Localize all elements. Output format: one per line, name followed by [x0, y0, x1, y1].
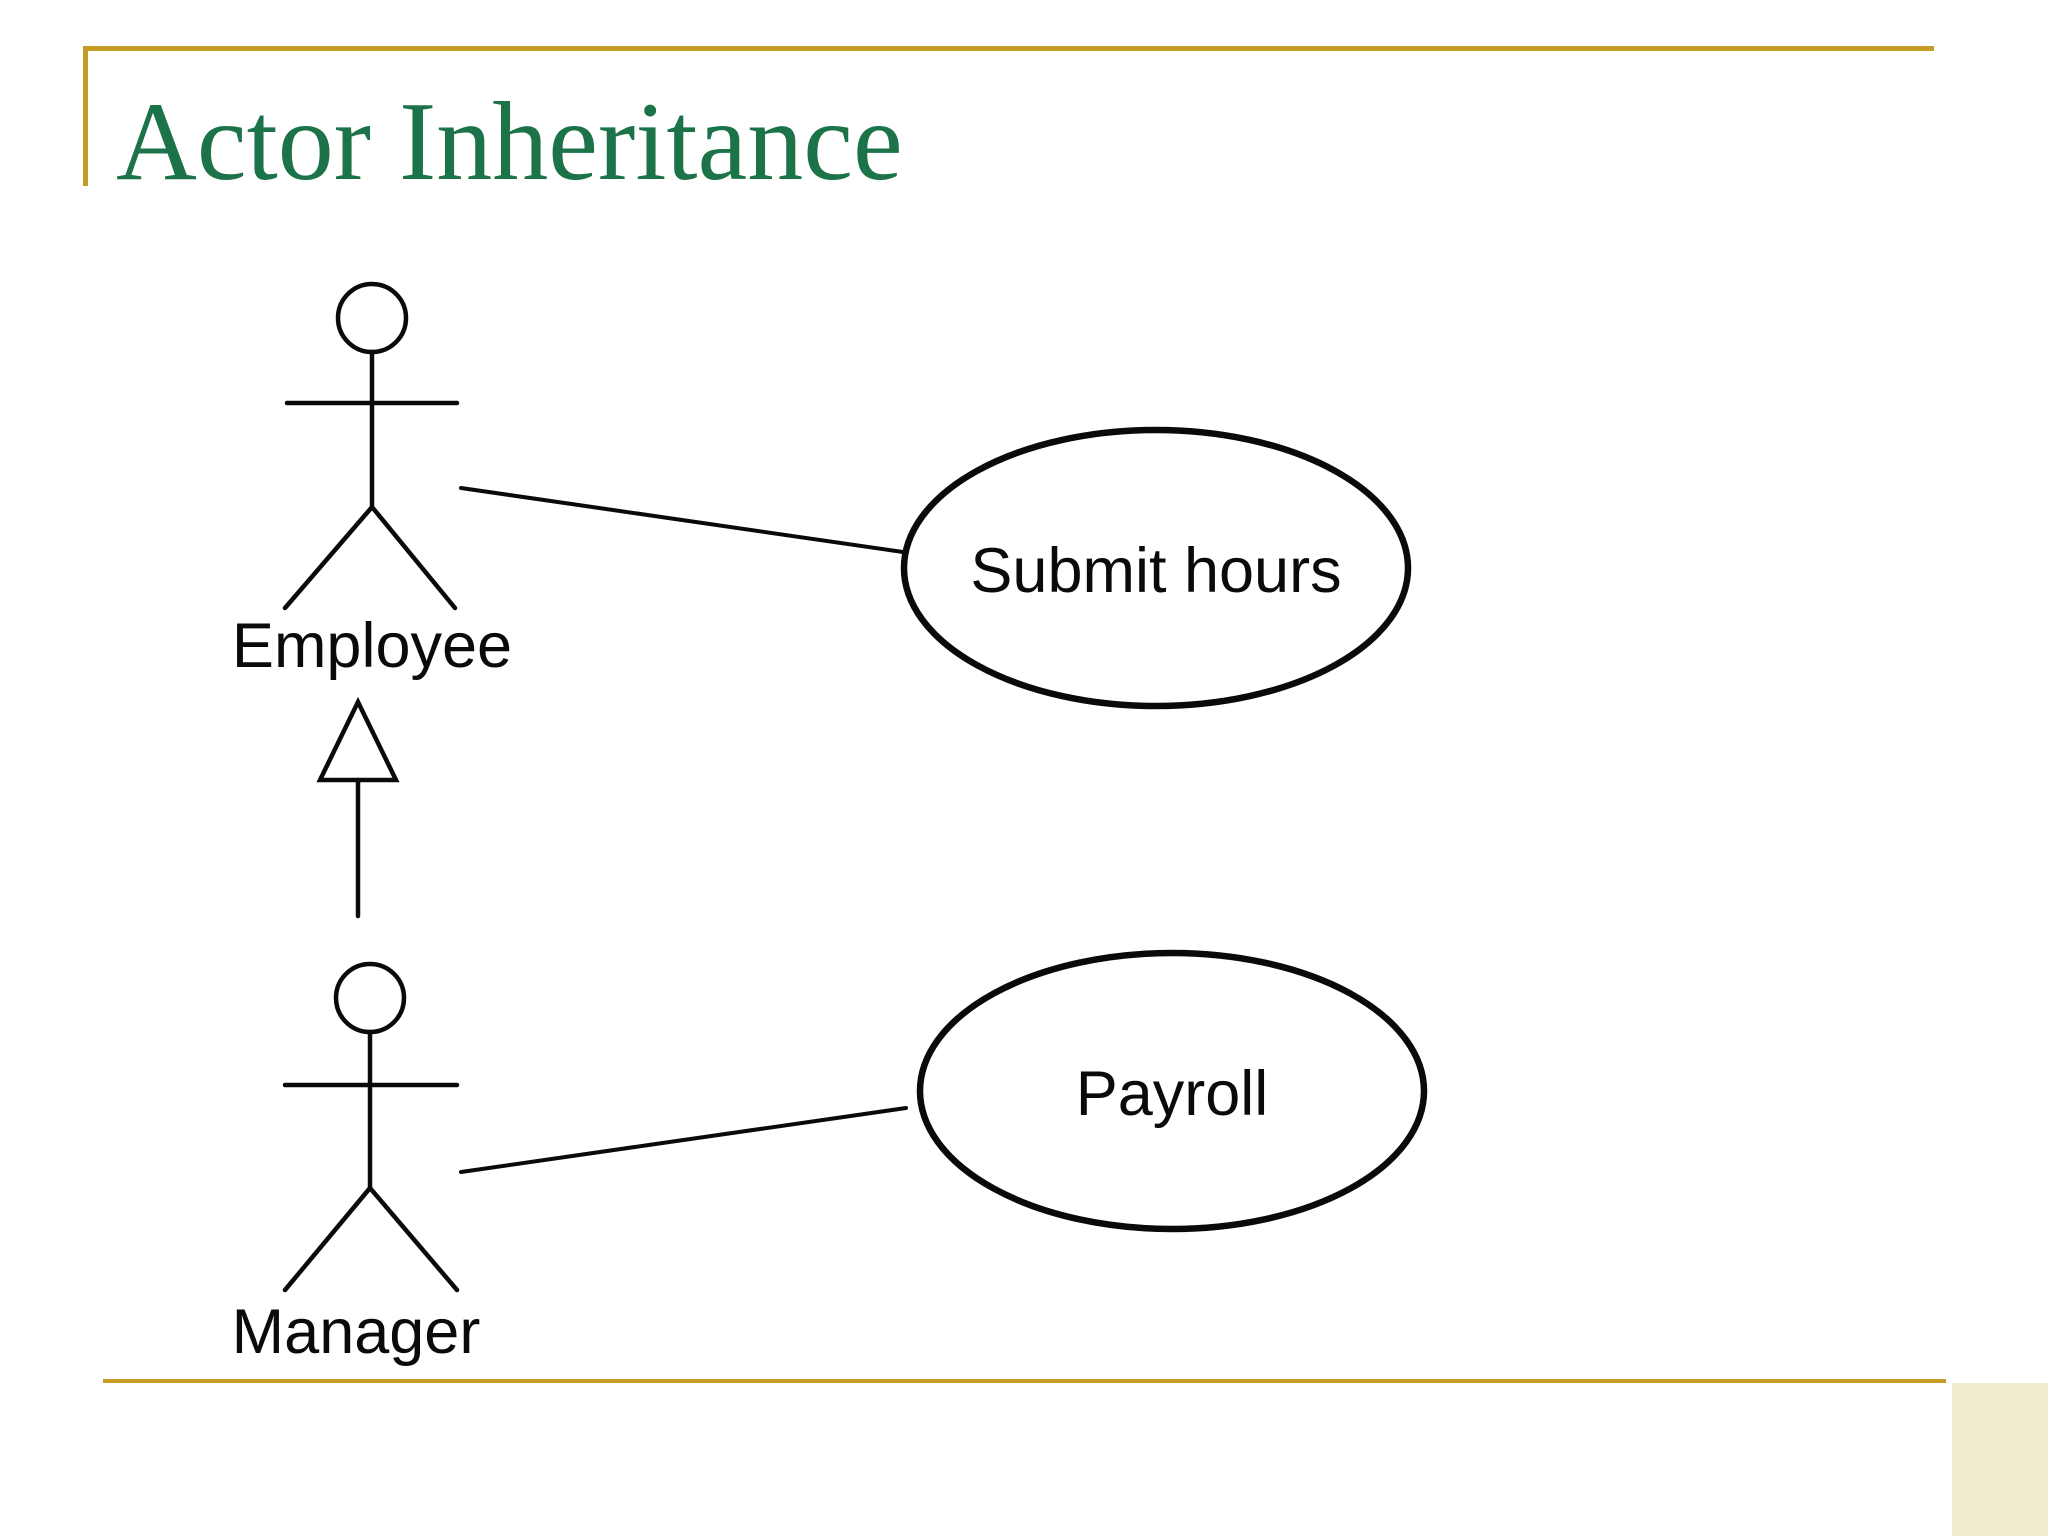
payroll-label: Payroll: [1076, 1059, 1269, 1129]
generalization-arrow: [316, 696, 400, 919]
employee-actor-icon: [282, 281, 460, 611]
manager-label: Manager: [232, 1297, 481, 1367]
manager-left-leg: [282, 1185, 373, 1293]
employee-left-leg: [282, 504, 375, 611]
payroll-ellipse: [916, 949, 1428, 1233]
employee-head: [335, 281, 409, 355]
corner-accent: [1952, 1383, 2048, 1536]
manager-right-leg: [367, 1185, 460, 1293]
association-employee-submit-hours: [459, 486, 905, 554]
association-manager-payroll: [459, 1106, 908, 1174]
footer-divider-line: [103, 1379, 1946, 1383]
submit-hours-ellipse: [900, 426, 1412, 710]
manager-head: [333, 961, 407, 1035]
title-frame-top-line: [83, 46, 1934, 51]
slide-title: Actor Inheritance: [116, 80, 903, 204]
employee-label: Employee: [232, 611, 512, 681]
title-frame-left-line: [83, 46, 88, 186]
submit-hours-label: Submit hours: [970, 536, 1341, 606]
generalization-arrowhead: [316, 696, 400, 783]
manager-actor-icon: [282, 961, 460, 1293]
employee-right-leg: [369, 504, 458, 611]
